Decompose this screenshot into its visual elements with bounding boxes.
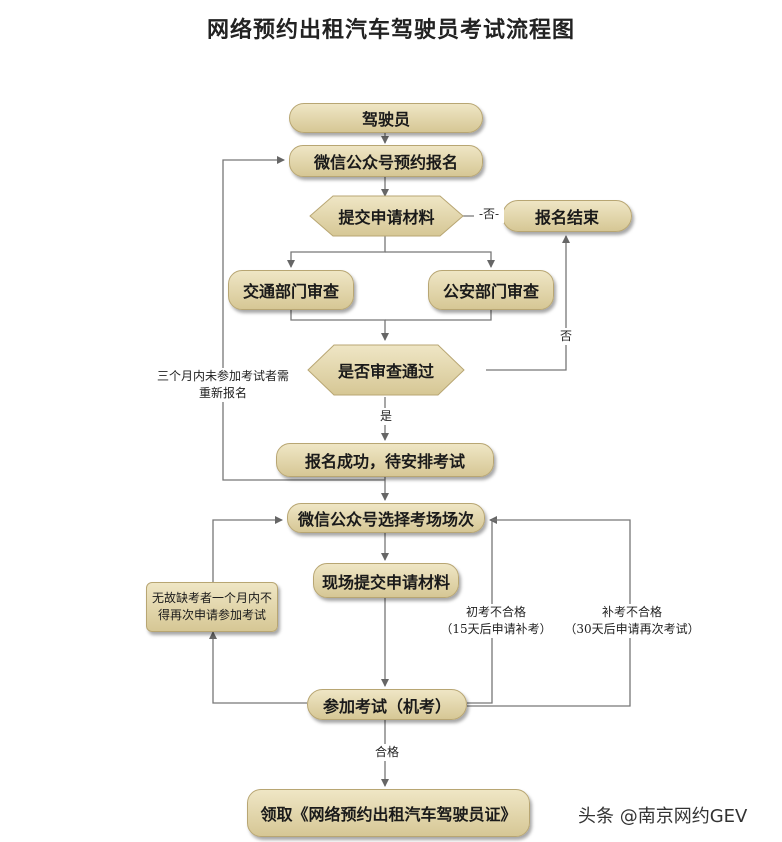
- register-success-node: 报名成功，待安排考试: [276, 443, 494, 477]
- label-no-submit: -否-: [474, 206, 504, 223]
- arrow-review-no-to-end: [486, 235, 570, 371]
- label-reregister: 三个月内未参加考试者需重新报名: [154, 368, 292, 402]
- submit-diamond: [309, 195, 464, 237]
- retake-fail-sub: （30天后申请再次考试）: [564, 622, 700, 636]
- onsite-submit-node: 现场提交申请材料: [313, 563, 459, 598]
- traffic-review-node: 交通部门审查: [228, 270, 354, 310]
- get-certificate-node: 领取《网络预约出租汽车驾驶员证》: [247, 789, 530, 837]
- page-title: 网络预约出租汽车驾驶员考试流程图: [206, 17, 575, 43]
- arrow-reregister-loop: [222, 156, 385, 481]
- label-yes: 是: [378, 408, 394, 425]
- review-diamond: [307, 344, 465, 396]
- register-end-node: 报名结束: [502, 200, 632, 232]
- absence-note-node: 无故缺考者一个月内不得再次申请参加考试: [146, 582, 278, 632]
- arrow-absence-to-venue: [212, 516, 283, 582]
- arrow-exam-to-absence: [209, 631, 307, 704]
- first-fail-sub: （15天后申请补考）: [440, 622, 552, 636]
- first-fail-text: 初考不合格: [465, 605, 526, 619]
- arrow-to-traffic: [287, 236, 386, 268]
- police-review-node: 公安部门审查: [428, 270, 554, 310]
- submit-materials-node: 提交申请材料: [338, 208, 435, 227]
- wechat-register-node: 微信公众号预约报名: [289, 145, 483, 177]
- label-pass: 合格: [372, 744, 402, 761]
- select-venue-node: 微信公众号选择考场场次: [287, 503, 485, 533]
- label-retake-fail: 补考不合格 （30天后申请再次考试）: [564, 604, 700, 638]
- driver-node: 驾驶员: [289, 103, 483, 133]
- retake-fail-text: 补考不合格: [601, 605, 662, 619]
- arrow-to-police: [385, 251, 495, 268]
- take-exam-node: 参加考试（机考）: [307, 689, 467, 720]
- review-passed-node: 是否审查通过: [337, 362, 434, 381]
- label-first-fail: 初考不合格 （15天后申请补考）: [440, 604, 552, 638]
- arrow-police-to-review: [385, 310, 492, 321]
- arrow-traffic-to-review: [290, 310, 389, 341]
- label-no-review: 否: [558, 328, 574, 345]
- watermark: 头条 @南京网约GEV: [574, 802, 752, 828]
